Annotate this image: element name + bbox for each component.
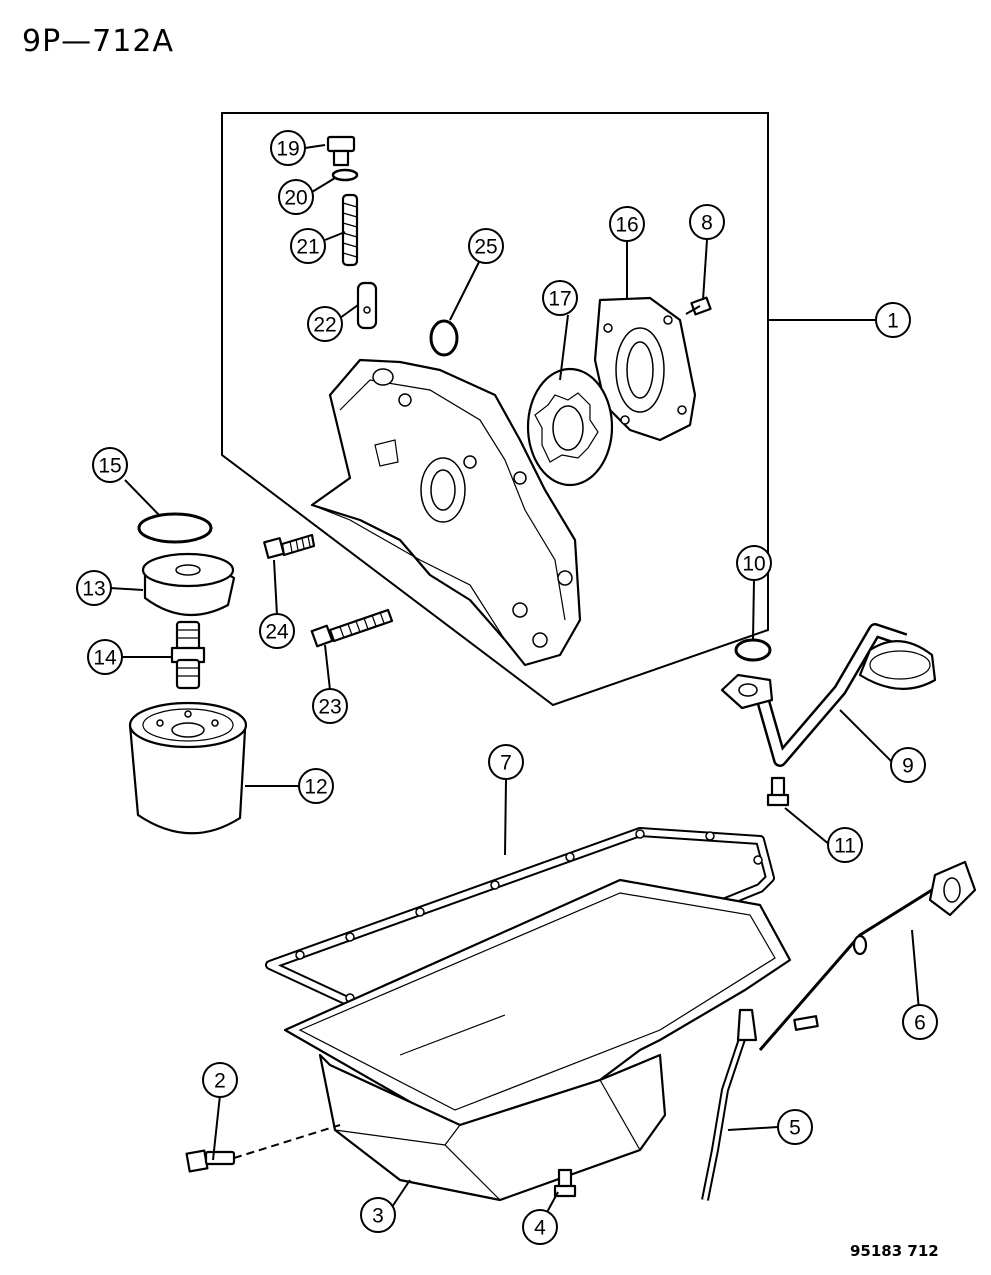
callout-14: 14 [87, 639, 123, 675]
callout-6-label: 6 [914, 1012, 926, 1035]
filter-adapter [141, 552, 236, 617]
dipstick [758, 860, 977, 1051]
callout-17-label: 17 [548, 288, 571, 311]
callout-7: 7 [488, 744, 524, 780]
callout-1-label: 1 [887, 310, 899, 333]
callout-20-label: 20 [284, 187, 307, 210]
oil-pickup-tube [720, 623, 937, 767]
callout-13-label: 13 [82, 578, 105, 601]
pickup-bolt [766, 776, 790, 807]
callout-1: 1 [875, 302, 911, 338]
callout-14-label: 14 [93, 647, 117, 670]
relief-spring [341, 193, 359, 267]
filter-nipple [170, 620, 206, 690]
page-code: 9P—712A [22, 24, 174, 59]
callout-9-label: 9 [902, 755, 914, 778]
callout-6: 6 [902, 1004, 938, 1040]
oil-filter [128, 701, 248, 835]
callout-15: 15 [92, 447, 128, 483]
pan-bolt [553, 1168, 577, 1198]
drain-plug [185, 1124, 341, 1173]
callout-2-label: 2 [214, 1070, 226, 1093]
dipstick-tube [701, 1008, 819, 1201]
oil-pump-assembly-boundary [221, 112, 769, 707]
callout-16: 16 [609, 206, 645, 242]
pickup-o-ring [734, 638, 772, 662]
callout-20: 20 [278, 179, 314, 215]
callout-15-label: 15 [98, 455, 121, 478]
washer-20 [331, 168, 359, 182]
callout-12: 12 [298, 768, 334, 804]
callout-4-label: 4 [534, 1217, 546, 1240]
filter-adapter-seal [137, 512, 213, 544]
o-ring-25 [429, 319, 459, 357]
callout-17: 17 [542, 280, 578, 316]
callout-22-label: 22 [313, 314, 336, 337]
callout-11-label: 11 [834, 835, 856, 858]
callout-10-label: 10 [742, 553, 765, 576]
callout-2: 2 [202, 1062, 238, 1098]
callout-23-label: 23 [318, 696, 341, 719]
callout-22: 22 [307, 306, 343, 342]
callout-4: 4 [522, 1209, 558, 1245]
relief-valve [356, 281, 378, 330]
callout-11: 11 [827, 827, 863, 863]
callout-8-label: 8 [701, 212, 713, 235]
bolt-24 [263, 533, 316, 559]
callout-13: 13 [76, 570, 112, 606]
callout-3: 3 [360, 1197, 396, 1233]
pump-rotor [526, 367, 614, 487]
callout-21-label: 21 [296, 236, 319, 259]
callout-24: 24 [259, 613, 295, 649]
callout-19-label: 19 [276, 138, 299, 161]
callout-7-label: 7 [500, 752, 512, 775]
callout-21: 21 [290, 228, 326, 264]
callout-23: 23 [312, 688, 348, 724]
callout-16-label: 16 [615, 214, 638, 237]
callout-5: 5 [777, 1109, 813, 1145]
callout-24-label: 24 [265, 621, 289, 644]
callout-9: 9 [890, 747, 926, 783]
callout-8: 8 [689, 204, 725, 240]
relief-valve-cap [326, 135, 356, 167]
callout-19: 19 [270, 130, 306, 166]
pump-cover-plate [593, 296, 697, 442]
callout-5-label: 5 [789, 1117, 801, 1140]
bolt-23 [310, 608, 394, 648]
callout-12-label: 12 [304, 776, 327, 799]
oil-pump-housing [310, 358, 582, 667]
callout-25-label: 25 [474, 236, 497, 259]
cover-screw [685, 296, 712, 316]
callout-25: 25 [468, 228, 504, 264]
drawing-number: 95183 712 [850, 1242, 939, 1260]
oil-pan [283, 878, 792, 1202]
callout-3-label: 3 [372, 1205, 384, 1228]
callout-10: 10 [736, 545, 772, 581]
